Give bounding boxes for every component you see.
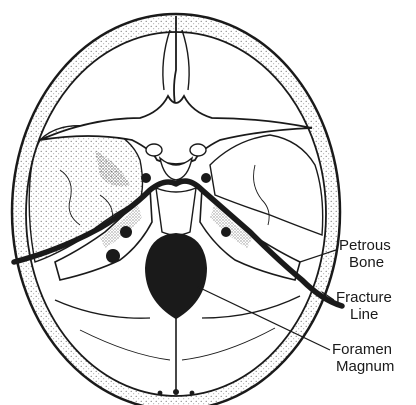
fracture-line-label-line2: Line — [350, 306, 378, 323]
fracture-line-label-line1: Fracture — [336, 289, 392, 306]
foramen-magnum-label-line1: Foramen — [332, 341, 392, 358]
petrous-bone-label-line1: Petrous — [339, 237, 391, 254]
svg-text:Foramen Magnum: Foramen Magnum — [332, 341, 396, 375]
foramen-magnum-label-line2: Magnum — [336, 358, 394, 375]
svg-text:Petrous Bone: Petrous Bone — [339, 237, 395, 271]
petrous-bone-label-line2: Bone — [349, 254, 384, 271]
svg-text:Fracture Line: Fracture Line — [336, 289, 396, 323]
